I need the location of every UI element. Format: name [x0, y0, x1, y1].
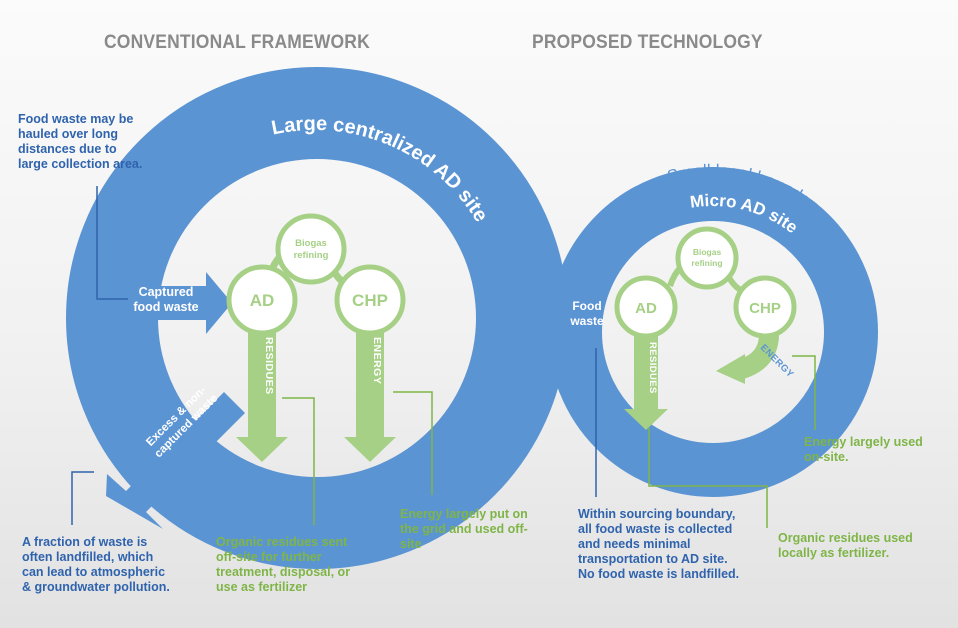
excess-waste-arrow	[106, 392, 245, 529]
ad-node-right	[614, 275, 678, 339]
landfill-callout-line	[71, 471, 94, 525]
residues-label-right: RESIDUES	[647, 342, 658, 394]
residues-shaft-right	[634, 333, 658, 409]
residues-right-note: Organic residues used locally as fertili…	[778, 531, 913, 560]
chp-node-right-label: CHP	[749, 300, 781, 317]
residues-note: Organic residues sent off-site for furth…	[216, 535, 351, 594]
energy-shaft	[356, 327, 384, 437]
energy-arrow-head	[344, 437, 396, 462]
regional-boundary-ring	[66, 67, 568, 569]
ad-node-right-label: AD	[635, 300, 657, 317]
residues-right-callout-line	[648, 428, 768, 528]
proposed-technology-title: PROPOSED TECHNOLOGY	[532, 32, 763, 53]
hauled-note: Food waste may be hauled over long dista…	[18, 112, 143, 171]
energy-note: Energy largely put on the grid and used …	[400, 507, 528, 551]
residues-label: RESIDUES	[263, 337, 275, 395]
residues-shaft	[248, 327, 276, 437]
energy-label: ENERGY	[371, 337, 383, 384]
conventional-framework-title: CONVENTIONAL FRAMEWORK	[104, 32, 370, 53]
biogas-refining-node-right	[675, 226, 739, 290]
energy-right-callout-line	[792, 355, 816, 430]
residues-callout-line	[282, 397, 315, 525]
energy-callout-line	[393, 391, 433, 495]
biogas-refining-node	[275, 213, 347, 285]
chp-node	[334, 264, 406, 336]
hauled-callout-line	[96, 186, 128, 300]
landfill-note: A fraction of waste is often landfilled,…	[22, 535, 170, 594]
ad-node	[226, 264, 298, 336]
residues-arrow-head-right	[624, 409, 668, 430]
chp-node-right	[733, 275, 797, 339]
captured-food-waste-arrow	[116, 272, 232, 334]
energy-curved-arrow-head	[716, 354, 745, 384]
local-boundary-ring	[548, 167, 878, 497]
energy-right-note: Energy largely used on-site.	[804, 435, 923, 464]
ad-node-label: AD	[250, 291, 275, 310]
residues-arrow-head	[236, 437, 288, 462]
sourcing-note: Within sourcing boundary, all food waste…	[578, 507, 740, 581]
chp-node-label: CHP	[352, 291, 388, 310]
